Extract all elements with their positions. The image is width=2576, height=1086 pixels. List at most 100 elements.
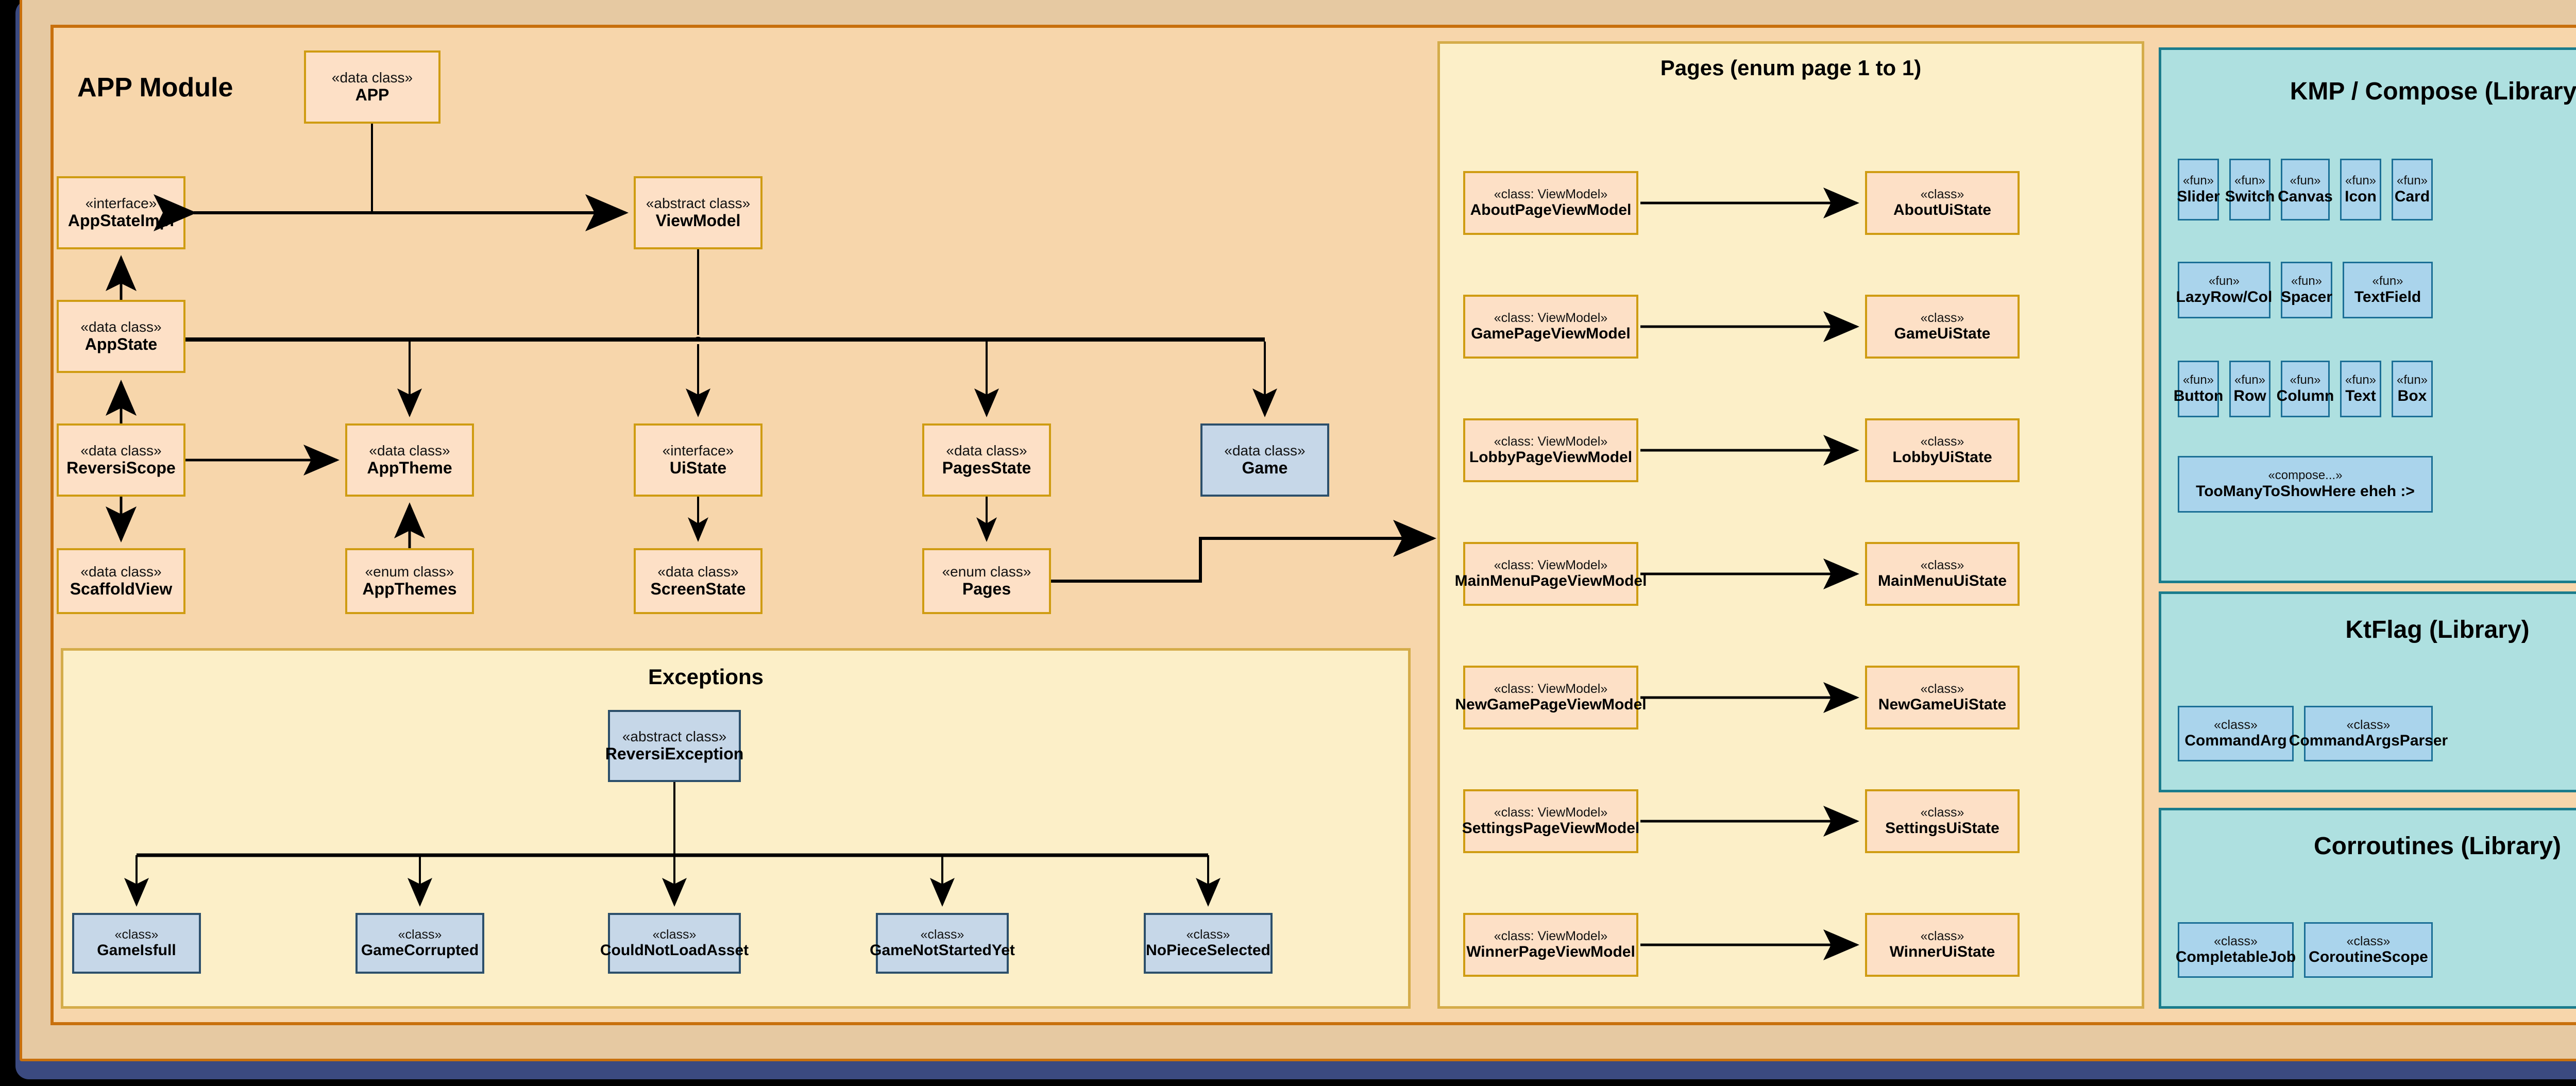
fun-textfield[interactable]: «fun» TextField [2343, 262, 2433, 318]
node-newgameuistate-stereotype: «class» [1920, 682, 1964, 697]
node-aboutpageviewmodel[interactable]: «class: ViewModel» AboutPageViewModel [1463, 171, 1638, 235]
fun-spacer-name: Spacer [2280, 288, 2333, 306]
node-viewmodel[interactable]: «abstract class» ViewModel [634, 176, 762, 249]
fun-row[interactable]: «fun» Row [2229, 361, 2270, 417]
node-pagesstate-stereotype: «data class» [946, 443, 1027, 459]
node-newgamepageviewmodel-stereotype: «class: ViewModel» [1494, 682, 1608, 697]
node-winnerpageviewmodel-name: WinnerPageViewModel [1466, 943, 1635, 961]
fun-column-name: Column [2276, 387, 2334, 404]
node-settingspageviewmodel-name: SettingsPageViewModel [1462, 820, 1640, 837]
fun-switch-name: Switch [2225, 188, 2275, 205]
fun-column[interactable]: «fun» Column [2277, 361, 2334, 417]
fun-text[interactable]: «fun» Text [2340, 361, 2381, 417]
node-apptheme-name: AppTheme [367, 458, 452, 477]
fun-canvas[interactable]: «fun» Canvas [2278, 159, 2333, 220]
node-exception-gameisfull-stereotype: «class» [114, 927, 159, 942]
node-game-name: Game [1242, 458, 1288, 477]
node-mainmenuuistate[interactable]: «class» MainMenuUiState [1865, 542, 2020, 606]
node-winneruistate-name: WinnerUiState [1889, 943, 1995, 961]
node-gamepageviewmodel[interactable]: «class: ViewModel» GamePageViewModel [1463, 295, 1638, 359]
node-appstate[interactable]: «data class» AppState [57, 300, 185, 373]
node-mainmenupageviewmodel[interactable]: «class: ViewModel» MainMenuPageViewModel [1455, 542, 1647, 606]
node-exception-couldnotloadasset[interactable]: «class» CouldNotLoadAsset [600, 913, 749, 974]
node-exception-gamenotstartedyet-stereotype: «class» [920, 927, 964, 942]
node-pagesstate[interactable]: «data class» PagesState [922, 423, 1051, 497]
node-exception-gameisfull-name: GameIsfull [97, 942, 176, 959]
node-aboutpageviewmodel-name: AboutPageViewModel [1470, 201, 1632, 219]
node-winneruistate[interactable]: «class» WinnerUiState [1865, 913, 2020, 977]
class-coroutinescope-name: CoroutineScope [2309, 948, 2428, 966]
node-reversiscope[interactable]: «data class» ReversiScope [57, 423, 185, 497]
node-mainmenuuistate-stereotype: «class» [1920, 558, 1964, 573]
fun-lazyrowcol-name: LazyRow/Col [2176, 288, 2273, 306]
node-reversiscope-stereotype: «data class» [80, 443, 162, 459]
coroutines-title: Corroutines (Library) [2313, 833, 2562, 860]
kmp-compose-title: KMP / Compose (Library) [2290, 78, 2576, 105]
fun-textfield-stereotype: «fun» [2372, 274, 2403, 288]
fun-text-stereotype: «fun» [2345, 372, 2377, 387]
class-commandarg[interactable]: «class» CommandArg [2178, 706, 2294, 761]
node-appstate-name: AppState [84, 334, 158, 353]
class-commandarg-stereotype: «class» [2214, 718, 2258, 733]
node-apptheme[interactable]: «data class» AppTheme [345, 423, 474, 497]
fun-card[interactable]: «fun» Card [2392, 159, 2433, 220]
fun-switch[interactable]: «fun» Switch [2225, 159, 2275, 220]
node-scaffoldview[interactable]: «data class» ScaffoldView [57, 548, 185, 614]
node-lobbyuistate[interactable]: «class» LobbyUiState [1865, 418, 2020, 482]
node-exception-gamecorrupted[interactable]: «class» GameCorrupted [355, 913, 484, 974]
fun-spacer[interactable]: «fun» Spacer [2281, 262, 2332, 318]
node-game[interactable]: «data class» Game [1200, 423, 1329, 497]
node-exception-gamenotstartedyet[interactable]: «class» GameNotStartedYet [870, 913, 1015, 974]
fun-card-stereotype: «fun» [2396, 173, 2428, 188]
node-lobbypageviewmodel-name: LobbyPageViewModel [1469, 449, 1633, 466]
fun-slider-stereotype: «fun» [2182, 173, 2214, 188]
fun-lazyrowcol-stereotype: «fun» [2208, 274, 2240, 288]
node-mainmenupageviewmodel-name: MainMenuPageViewModel [1454, 572, 1647, 590]
node-winneruistate-stereotype: «class» [1920, 929, 1964, 944]
node-pagesstate-name: PagesState [942, 458, 1031, 477]
node-newgamepageviewmodel[interactable]: «class: ViewModel» NewGamePageViewModel [1455, 666, 1647, 729]
compose-toomanytoshowhere-stereotype: «compose...» [2268, 468, 2343, 482]
exceptions-title: Exceptions [648, 665, 764, 689]
node-uistate-name: UiState [669, 458, 727, 477]
node-pages-enum[interactable]: «enum class» Pages [922, 548, 1051, 614]
node-scaffoldview-name: ScaffoldView [70, 579, 173, 598]
node-appstateimpl-stereotype: «interface» [85, 195, 157, 212]
node-aboutuistate[interactable]: «class» AboutUiState [1865, 171, 2020, 235]
node-exception-nopieceselected[interactable]: «class» NoPieceSelected [1144, 913, 1273, 974]
node-app-stereotype: «data class» [331, 70, 413, 86]
node-winnerpageviewmodel[interactable]: «class: ViewModel» WinnerPageViewModel [1463, 913, 1638, 977]
node-newgameuistate[interactable]: «class» NewGameUiState [1865, 666, 2020, 729]
fun-lazyrowcol[interactable]: «fun» LazyRow/Col [2176, 262, 2273, 318]
node-newgamepageviewmodel-name: NewGamePageViewModel [1455, 696, 1647, 714]
node-lobbypageviewmodel[interactable]: «class: ViewModel» LobbyPageViewModel [1463, 418, 1638, 482]
node-gameuistate[interactable]: «class» GameUiState [1865, 295, 2020, 359]
compose-toomanytoshowhere[interactable]: «compose...» TooManyToShowHere eheh :> [2178, 456, 2433, 513]
node-settingspageviewmodel[interactable]: «class: ViewModel» SettingsPageViewModel [1462, 789, 1640, 853]
fun-icon[interactable]: «fun» Icon [2340, 159, 2381, 220]
node-reversiexception[interactable]: «abstract class» ReversiException [605, 710, 743, 782]
node-settingsuistate-name: SettingsUiState [1885, 820, 1999, 837]
compose-toomanytoshowhere-name: TooManyToShowHere eheh :> [2196, 482, 2415, 500]
fun-row-stereotype: «fun» [2234, 372, 2266, 387]
node-appstateimpl[interactable]: «interface» AppStateImpl [57, 176, 185, 249]
fun-row-name: Row [2233, 387, 2266, 404]
fun-button[interactable]: «fun» Button [2174, 361, 2223, 417]
node-app[interactable]: «data class» APP [304, 50, 440, 124]
fun-slider[interactable]: «fun» Slider [2177, 159, 2220, 220]
class-commandargsparser[interactable]: «class» CommandArgsParser [2289, 706, 2448, 761]
class-completablejob[interactable]: «class» CompletableJob [2176, 922, 2296, 978]
node-exception-gameisfull[interactable]: «class» GameIsfull [72, 913, 201, 974]
node-settingsuistate[interactable]: «class» SettingsUiState [1865, 789, 2020, 853]
node-appthemes-name: AppThemes [362, 579, 457, 598]
node-exception-gamecorrupted-stereotype: «class» [398, 927, 442, 942]
node-screenstate[interactable]: «data class» ScreenState [634, 548, 762, 614]
node-screenstate-name: ScreenState [650, 579, 746, 598]
node-uistate[interactable]: «interface» UiState [634, 423, 762, 497]
class-coroutinescope[interactable]: «class» CoroutineScope [2304, 922, 2433, 978]
fun-box[interactable]: «fun» Box [2392, 361, 2433, 417]
fun-text-name: Text [2345, 387, 2376, 404]
node-appthemes[interactable]: «enum class» AppThemes [345, 548, 474, 614]
fun-column-stereotype: «fun» [2290, 372, 2321, 387]
fun-textfield-name: TextField [2354, 288, 2421, 306]
